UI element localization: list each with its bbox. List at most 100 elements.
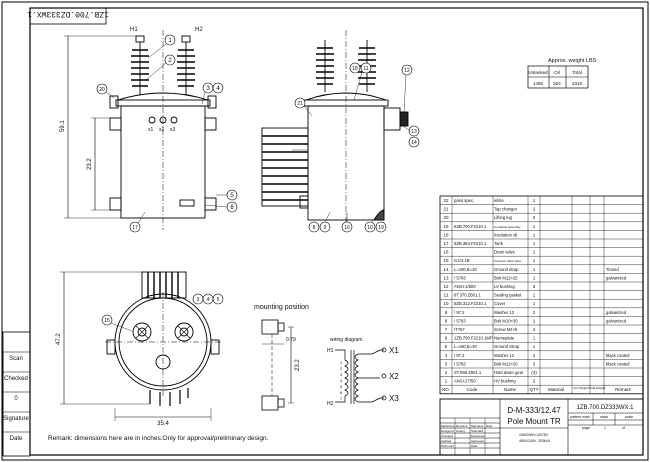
parts-row-code: ANSI-1/800 — [454, 284, 476, 289]
wiring-diagram-label: wiring diagram — [330, 337, 363, 343]
parts-row-name: Bolt M10×30 — [494, 318, 518, 323]
parts-row-no: 16 — [443, 250, 449, 255]
parts-row-name: Cover — [494, 301, 506, 306]
parts-row-qty: 2 — [533, 353, 536, 358]
sign-approved: Approved — [471, 439, 484, 443]
label-h2: H2 — [195, 27, 203, 33]
parts-row-no: 13 — [443, 275, 449, 280]
parts-row-no: 5 — [445, 344, 448, 349]
top-lv-bushings — [149, 388, 189, 406]
rev-header-revision: Revision — [456, 424, 468, 428]
side-label-signature: Signature — [3, 416, 29, 422]
sign-examined: Examined — [471, 434, 485, 438]
parts-header-name: Name — [504, 387, 517, 392]
sign-standard: Standard — [471, 429, 484, 433]
wiring-x3: X3 — [389, 394, 399, 403]
rev-header-date: Date — [486, 424, 493, 428]
label-x3: x3 — [170, 127, 176, 133]
parts-row-no: 19 — [443, 224, 449, 229]
parts-row-name: HV bushing — [494, 379, 516, 384]
parts-header-material: Material — [548, 387, 564, 392]
parts-row-qty: 1 — [533, 318, 536, 323]
lifting-lug-left — [109, 95, 119, 109]
balloon-13: 13 — [399, 123, 420, 137]
wiring-x2: X2 — [389, 372, 399, 381]
parts-row-no: 11 — [444, 293, 449, 298]
parts-row-code: 5ZB.312.F2210.1 — [454, 301, 487, 306]
parts-row-name: Insulation oil — [494, 232, 517, 237]
nameplate — [179, 199, 195, 207]
parts-row-name: Ground strap — [494, 267, 519, 272]
balloon-17: 17 — [129, 211, 146, 233]
weight-oil: 524 — [553, 81, 561, 86]
mounting-detail — [261, 319, 294, 411]
parts-row-code: / 97.2 — [454, 353, 465, 358]
title-name: Pole Mount TR — [507, 417, 560, 426]
balloon-top-15: 15 — [101, 314, 133, 332]
parts-row-code: / 5783 — [454, 318, 466, 323]
parts-row-qty: 2 — [533, 310, 536, 315]
sign-designed-name: Huang — [456, 429, 465, 433]
svg-text:4: 4 — [207, 297, 210, 303]
parts-row-code: / 97.2 — [454, 310, 465, 315]
weight-table-title: Approx. weight LBS — [548, 58, 597, 64]
title-scale: scale — [625, 415, 633, 419]
parts-row-qty: 1 — [533, 207, 536, 212]
lv-bushing-bracket — [383, 107, 401, 131]
parts-row-code: L=180,B=30 — [454, 344, 477, 349]
svg-text:8: 8 — [313, 225, 316, 231]
sign-workman: Workman — [441, 444, 454, 448]
parts-header-remark: Remark — [615, 387, 632, 392]
parts-row-code: ST.098.Z801.1 — [454, 370, 482, 375]
svg-text:19: 19 — [378, 225, 384, 231]
wiring-h2: H2 — [327, 401, 334, 407]
side-label-checked: Checked — [4, 376, 28, 382]
parts-row-code: ANSI-27/50 — [454, 379, 476, 384]
lifting-lug-right — [207, 95, 217, 109]
balloon-10: 10 — [364, 213, 379, 233]
svg-text:5: 5 — [340, 384, 343, 389]
balloon-14: 14 — [408, 136, 420, 148]
svg-text:2: 2 — [340, 366, 343, 371]
parts-row-no: 2 — [445, 370, 448, 375]
parts-header-unit-weight: Unit Weight — [573, 386, 589, 390]
wiring-diagram — [335, 347, 387, 404]
balloon-16: 16 — [341, 212, 353, 233]
title-drawing-no: 1ZB.700.DZ333WX.1 — [576, 405, 634, 411]
sign-date: Date — [471, 444, 478, 448]
svg-text:20: 20 — [99, 87, 105, 93]
svg-text:12: 12 — [404, 68, 410, 74]
parts-row-qty: 2 — [533, 215, 536, 220]
parts-row-code: 1ZB.700.F2210.1MP — [454, 336, 493, 341]
hold-down-bracket-top-right — [204, 117, 217, 131]
parts-row-qty: 1 — [533, 224, 536, 229]
parts-row-qty: 4 — [533, 327, 536, 332]
top-hv-bushing-right — [174, 322, 194, 342]
parts-header-total-weight: Total Weight — [589, 386, 606, 390]
parts-row-remark: Tinned — [606, 267, 619, 272]
svg-text:3: 3 — [197, 297, 200, 303]
rotated-drawing-code: 1ZB.700.DZ333WX.1 — [27, 9, 109, 18]
balloon-3: 3 — [201, 82, 214, 105]
parts-row-name: Tank — [494, 241, 504, 246]
wiring-x1: X1 — [389, 346, 399, 355]
weight-header-total: Total — [572, 70, 582, 75]
parts-row-no: 7 — [445, 327, 448, 332]
svg-text:9: 9 — [324, 225, 327, 231]
balloon-top-5: 5 — [212, 293, 224, 305]
wiring-h1: H1 — [327, 348, 334, 354]
parts-row-qty: 1 — [533, 241, 536, 246]
parts-row-code: G1/4-1B — [454, 258, 470, 263]
balloon-21: 21 — [294, 97, 313, 117]
remark-note: Remark: dimensions here are in inches.On… — [48, 435, 269, 442]
svg-text:21: 21 — [297, 101, 303, 107]
parts-row-qty: 1 — [533, 250, 536, 255]
parts-row-remark: galvanized — [606, 310, 627, 315]
balloon-top-3: 3 — [192, 293, 204, 305]
parts-row-qty: (4) — [531, 370, 537, 375]
dim-mount-width: 0.79 — [286, 337, 296, 343]
parts-row-code: L=180,B=30 — [454, 267, 477, 272]
side-label-scan: Scan — [9, 356, 23, 362]
title-page-no: 1 — [604, 426, 606, 430]
